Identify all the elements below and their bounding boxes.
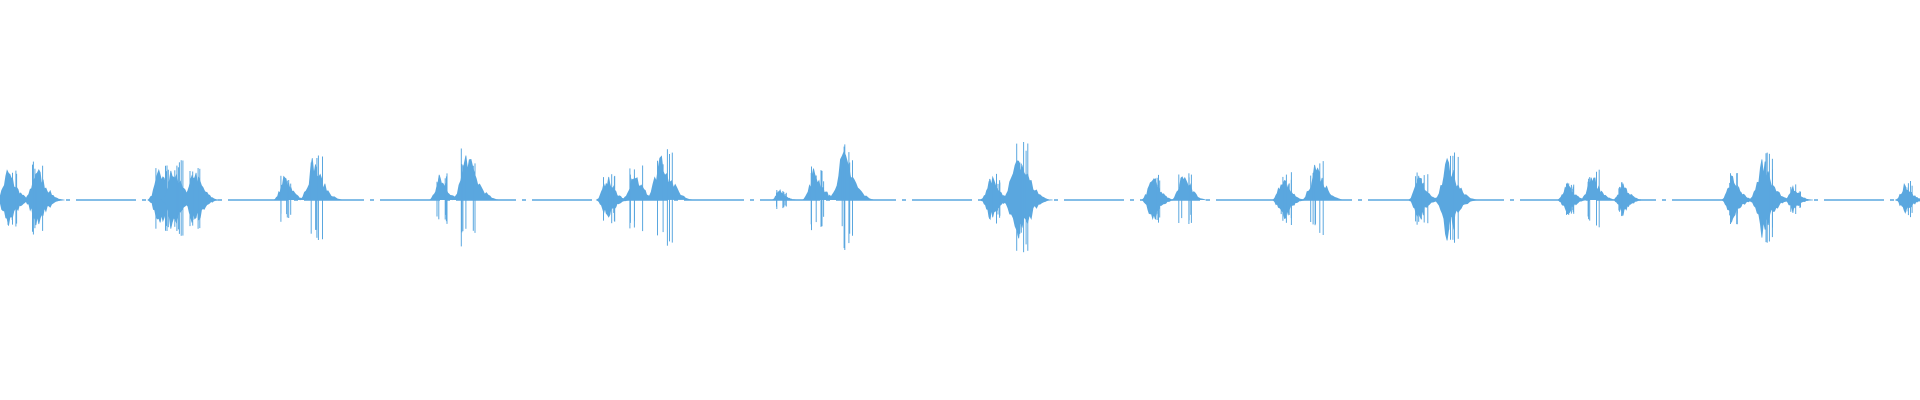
waveform-burst	[1433, 157, 1479, 241]
waveform-bursts	[0, 142, 1920, 253]
waveform-burst	[1783, 184, 1813, 213]
waveform-burst	[828, 150, 875, 201]
waveform-burst	[1580, 177, 1616, 201]
waveform-burst	[299, 158, 343, 201]
waveform-burst	[23, 169, 65, 226]
waveform-burst	[1612, 183, 1644, 216]
waveform-burst	[181, 172, 221, 223]
